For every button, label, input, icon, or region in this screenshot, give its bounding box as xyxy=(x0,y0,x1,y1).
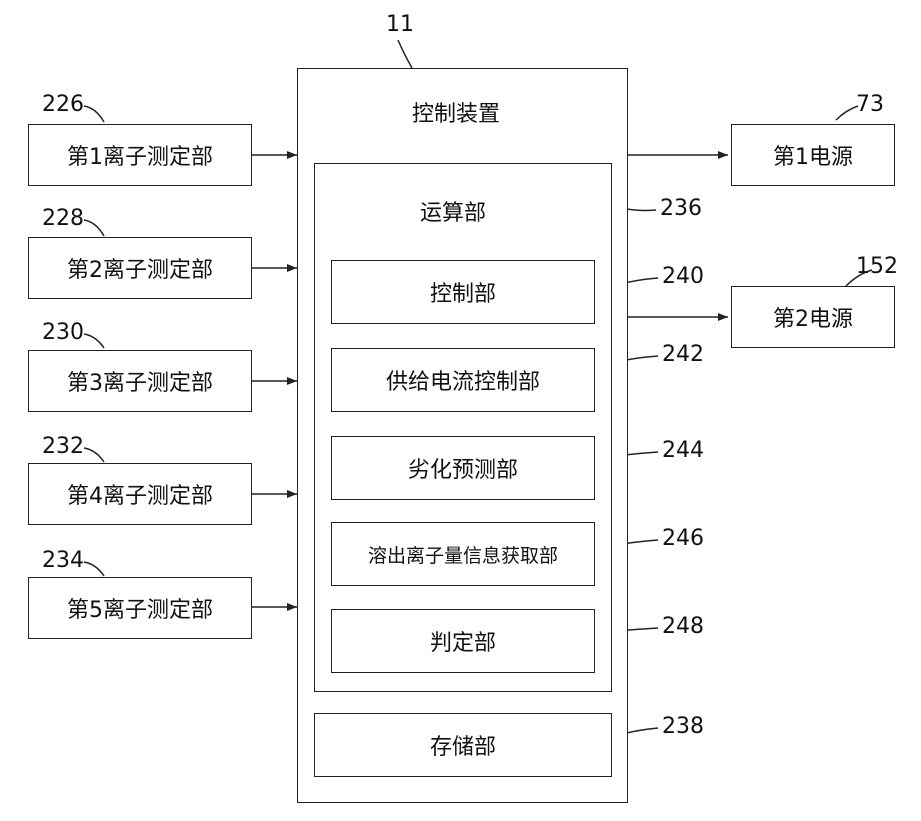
leader-226 xyxy=(84,106,104,122)
unit-degradation-prediction-ref: 244 xyxy=(662,440,704,462)
unit-degradation-prediction-label: 劣化预测部 xyxy=(408,452,518,484)
leader-232 xyxy=(84,448,104,462)
power-2-ref: 152 xyxy=(856,256,898,278)
arithmetic-title: 运算部 xyxy=(420,203,486,225)
sensor-3-box: 第3离子测定部 xyxy=(28,350,252,412)
power-1-label: 第1电源 xyxy=(773,139,853,171)
sensor-1-ref: 226 xyxy=(42,94,84,116)
power-1-box: 第1电源 xyxy=(731,124,895,186)
unit-supply-current-control-ref: 242 xyxy=(662,344,704,366)
storage-label: 存储部 xyxy=(430,729,496,761)
power-1-ref: 73 xyxy=(856,94,884,116)
power-2-label: 第2电源 xyxy=(773,301,853,333)
unit-judgement-ref: 248 xyxy=(662,616,704,638)
unit-supply-current-control-label: 供给电流控制部 xyxy=(386,364,540,396)
controller-title: 控制装置 xyxy=(412,104,500,126)
unit-dissolved-ion-info-ref: 246 xyxy=(662,528,704,550)
leader-234 xyxy=(84,562,104,576)
unit-judgement: 判定部 xyxy=(331,609,595,673)
leader-73 xyxy=(836,106,858,120)
sensor-5-ref: 234 xyxy=(42,550,84,572)
unit-control-label: 控制部 xyxy=(430,276,496,308)
sensor-1-label: 第1离子测定部 xyxy=(67,139,213,171)
arithmetic-ref: 236 xyxy=(660,198,702,220)
unit-judgement-label: 判定部 xyxy=(430,625,496,657)
sensor-5-label: 第5离子测定部 xyxy=(67,592,213,624)
leader-228 xyxy=(84,220,104,236)
sensor-3-label: 第3离子测定部 xyxy=(67,365,213,397)
storage-ref: 238 xyxy=(662,716,704,738)
sensor-1-box: 第1离子测定部 xyxy=(28,124,252,186)
leader-230 xyxy=(84,334,104,348)
unit-control-ref: 240 xyxy=(662,266,704,288)
sensor-2-label: 第2离子测定部 xyxy=(67,252,213,284)
sensor-4-box: 第4离子测定部 xyxy=(28,463,252,525)
unit-degradation-prediction: 劣化预测部 xyxy=(331,436,595,500)
unit-dissolved-ion-info: 溶出离子量信息获取部 xyxy=(331,522,595,586)
sensor-5-box: 第5离子测定部 xyxy=(28,577,252,639)
unit-dissolved-ion-info-label: 溶出离子量信息获取部 xyxy=(368,541,558,568)
unit-supply-current-control: 供给电流控制部 xyxy=(331,348,595,412)
power-2-box: 第2电源 xyxy=(731,286,895,348)
sensor-2-ref: 228 xyxy=(42,208,84,230)
sensor-4-label: 第4离子测定部 xyxy=(67,478,213,510)
sensor-2-box: 第2离子测定部 xyxy=(28,237,252,299)
controller-ref: 11 xyxy=(386,14,414,36)
sensor-3-ref: 230 xyxy=(42,322,84,344)
sensor-4-ref: 232 xyxy=(42,436,84,458)
unit-control: 控制部 xyxy=(331,260,595,324)
leader-11 xyxy=(398,40,412,68)
storage-box: 存储部 xyxy=(314,713,612,777)
